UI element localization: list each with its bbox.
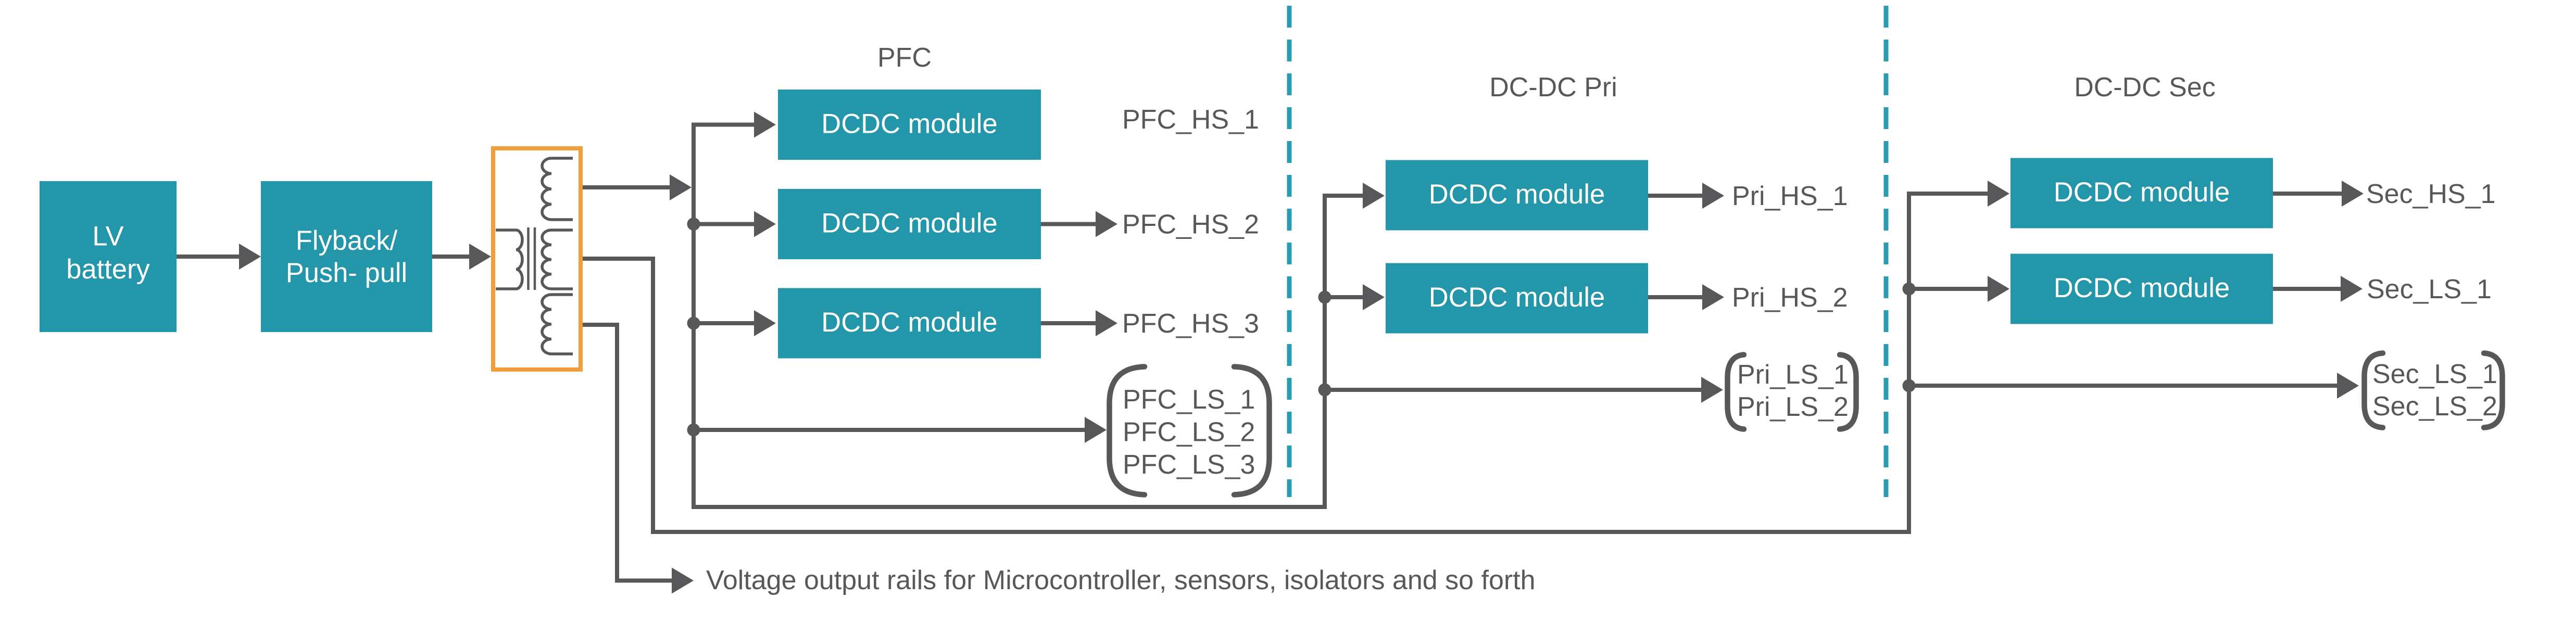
svg-text:PFC: PFC <box>877 43 932 73</box>
svg-text:PFC_HS_1: PFC_HS_1 <box>1122 105 1259 135</box>
svg-text:battery: battery <box>66 254 150 285</box>
svg-text:DCDC module: DCDC module <box>821 208 997 239</box>
svg-text:DCDC module: DCDC module <box>1429 179 1605 210</box>
svg-text:DC-DC Sec: DC-DC Sec <box>2074 72 2216 103</box>
svg-text:Sec_LS_1: Sec_LS_1 <box>2372 359 2497 389</box>
svg-text:PFC_LS_1: PFC_LS_1 <box>1123 385 1255 415</box>
svg-text:PFC_HS_2: PFC_HS_2 <box>1122 210 1259 240</box>
svg-text:Sec_HS_1: Sec_HS_1 <box>2366 179 2496 209</box>
svg-text:Voltage output rails for Micro: Voltage output rails for Microcontroller… <box>706 565 1536 595</box>
svg-text:DCDC module: DCDC module <box>2054 273 2230 303</box>
svg-text:Pri_LS_2: Pri_LS_2 <box>1737 392 1849 422</box>
svg-text:Pri_LS_1: Pri_LS_1 <box>1737 360 1849 390</box>
svg-text:Pri_HS_2: Pri_HS_2 <box>1732 283 1848 313</box>
svg-text:LV: LV <box>92 221 123 252</box>
svg-text:PFC_HS_3: PFC_HS_3 <box>1122 309 1259 339</box>
svg-text:Flyback/: Flyback/ <box>296 225 398 256</box>
svg-text:Sec_LS_1: Sec_LS_1 <box>2367 274 2492 304</box>
svg-text:DCDC module: DCDC module <box>821 109 997 139</box>
svg-text:Push- pull: Push- pull <box>286 258 407 288</box>
svg-text:DCDC module: DCDC module <box>821 307 997 338</box>
svg-text:Pri_HS_1: Pri_HS_1 <box>1732 181 1848 211</box>
svg-text:DCDC module: DCDC module <box>2054 177 2230 208</box>
svg-text:Sec_LS_2: Sec_LS_2 <box>2372 391 2497 422</box>
svg-text:PFC_LS_2: PFC_LS_2 <box>1123 417 1255 448</box>
svg-text:DCDC module: DCDC module <box>1429 282 1605 313</box>
svg-text:DC-DC Pri: DC-DC Pri <box>1489 72 1617 103</box>
svg-text:PFC_LS_3: PFC_LS_3 <box>1123 450 1255 480</box>
